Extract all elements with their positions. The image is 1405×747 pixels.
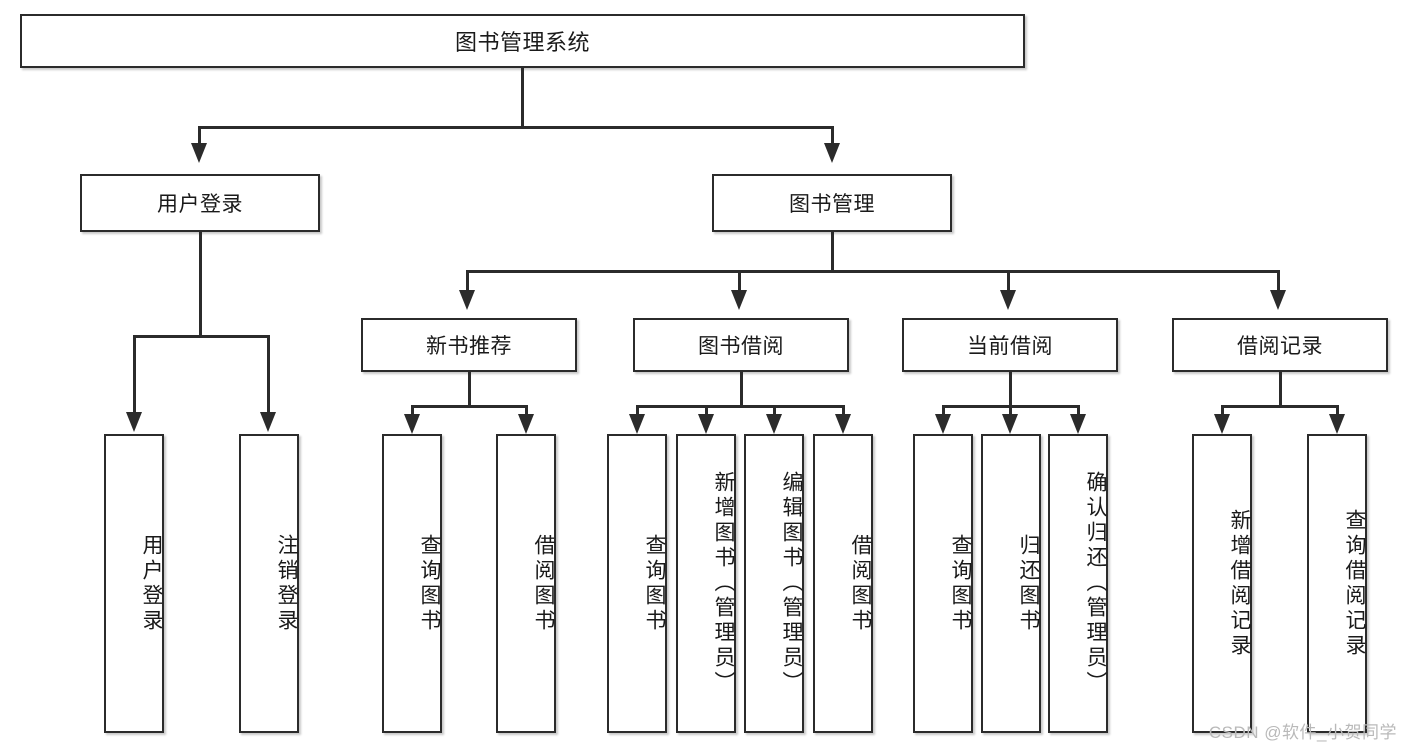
connector-root-bus xyxy=(198,126,834,129)
node-label: 查询图书 xyxy=(418,533,441,634)
node-book-management[interactable]: 图书管理 xyxy=(712,174,952,232)
arrowhead-bb-leaf-1 xyxy=(629,414,645,434)
node-label: 图书管理 xyxy=(789,193,875,216)
leaf-logout[interactable]: 注销登录 xyxy=(239,434,299,733)
connector-bb-stem xyxy=(740,372,743,408)
node-label: 新书推荐 xyxy=(426,335,512,358)
connector-root-drop-right xyxy=(831,126,834,146)
node-label: 新增借阅记录 xyxy=(1228,508,1251,659)
arrowhead-to-logout-leaf xyxy=(260,412,276,432)
leaf-confirm-return-admin[interactable]: 确认归还（管理员） xyxy=(1048,434,1108,733)
connector-bb-drop-4 xyxy=(842,405,845,417)
connector-nbr-drop-2 xyxy=(525,405,528,417)
connector-nbr-bus xyxy=(411,405,528,408)
arrowhead-cb-leaf-1 xyxy=(935,414,951,434)
connector-br-drop-2 xyxy=(1336,405,1339,417)
arrowhead-to-user-login xyxy=(191,143,207,163)
arrowhead-nbr-leaf-2 xyxy=(518,414,534,434)
arrowhead-br-leaf-1 xyxy=(1214,414,1230,434)
arrowhead-cb-leaf-2 xyxy=(1002,414,1018,434)
leaf-query-borrow-record[interactable]: 查询借阅记录 xyxy=(1307,434,1367,733)
node-label: 确认归还（管理员） xyxy=(1084,471,1107,696)
connector-root-stem xyxy=(521,68,524,128)
node-label: 编辑图书（管理员） xyxy=(780,471,803,696)
node-label: 查询图书 xyxy=(949,533,972,634)
node-label: 借阅记录 xyxy=(1237,335,1323,358)
connector-user-login-bus xyxy=(133,335,270,338)
leaf-add-borrow-record[interactable]: 新增借阅记录 xyxy=(1192,434,1252,733)
connector-bb-bus xyxy=(636,405,845,408)
node-label: 注销登录 xyxy=(275,533,298,634)
arrowhead-to-book-management xyxy=(824,143,840,163)
leaf-add-book-admin[interactable]: 新增图书（管理员） xyxy=(676,434,736,733)
node-label: 归还图书 xyxy=(1017,533,1040,634)
connector-bm-drop-4 xyxy=(1277,270,1280,292)
connector-cb-stem xyxy=(1009,372,1012,408)
arrowhead-to-new-book-recommend xyxy=(459,290,475,310)
connector-cb-drop-2 xyxy=(1009,405,1012,417)
connector-bb-drop-2 xyxy=(705,405,708,417)
leaf-query-book-cb[interactable]: 查询图书 xyxy=(913,434,973,733)
node-book-borrow[interactable]: 图书借阅 xyxy=(633,318,849,372)
arrowhead-to-book-borrow xyxy=(731,290,747,310)
connector-bb-drop-1 xyxy=(636,405,639,417)
arrowhead-to-current-borrow xyxy=(1000,290,1016,310)
node-label: 查询图书 xyxy=(643,533,666,634)
node-label: 用户登录 xyxy=(157,193,243,216)
watermark-text: CSDN @软件_小贺同学 xyxy=(1208,723,1397,742)
connector-cb-drop-3 xyxy=(1077,405,1080,417)
arrowhead-cb-leaf-3 xyxy=(1070,414,1086,434)
node-user-login[interactable]: 用户登录 xyxy=(80,174,320,232)
node-label: 图书管理系统 xyxy=(454,30,590,55)
node-label: 用户登录 xyxy=(140,533,163,634)
connector-book-management-bus xyxy=(466,270,1280,273)
arrowhead-bb-leaf-3 xyxy=(766,414,782,434)
connector-book-management-stem xyxy=(831,232,834,272)
node-label: 当前借阅 xyxy=(967,335,1053,358)
node-root-book-management-system[interactable]: 图书管理系统 xyxy=(20,14,1025,68)
arrowhead-to-user-login-leaf xyxy=(126,412,142,432)
node-current-borrow[interactable]: 当前借阅 xyxy=(902,318,1118,372)
arrowhead-to-borrow-record xyxy=(1270,290,1286,310)
node-label: 新增图书（管理员） xyxy=(712,471,735,696)
connector-bm-drop-2 xyxy=(738,270,741,292)
node-label: 图书借阅 xyxy=(698,335,784,358)
connector-br-drop-1 xyxy=(1221,405,1224,417)
leaf-borrow-book-bb[interactable]: 借阅图书 xyxy=(813,434,873,733)
leaf-edit-book-admin[interactable]: 编辑图书（管理员） xyxy=(744,434,804,733)
connector-nbr-stem xyxy=(468,372,471,408)
connector-bm-drop-3 xyxy=(1007,270,1010,292)
node-label: 借阅图书 xyxy=(532,533,555,634)
connector-cb-drop-1 xyxy=(942,405,945,417)
arrowhead-bb-leaf-2 xyxy=(698,414,714,434)
leaf-borrow-book-nbr[interactable]: 借阅图书 xyxy=(496,434,556,733)
connector-br-stem xyxy=(1279,372,1282,408)
leaf-query-book-nbr[interactable]: 查询图书 xyxy=(382,434,442,733)
leaf-user-login[interactable]: 用户登录 xyxy=(104,434,164,733)
connector-br-bus xyxy=(1221,405,1339,408)
connector-bb-drop-3 xyxy=(773,405,776,417)
arrowhead-bb-leaf-4 xyxy=(835,414,851,434)
connector-root-drop-left xyxy=(198,126,201,146)
node-label: 借阅图书 xyxy=(849,533,872,634)
leaf-query-book-bb[interactable]: 查询图书 xyxy=(607,434,667,733)
node-new-book-recommend[interactable]: 新书推荐 xyxy=(361,318,577,372)
connector-user-login-stem xyxy=(199,232,202,337)
node-borrow-record[interactable]: 借阅记录 xyxy=(1172,318,1388,372)
leaf-return-book[interactable]: 归还图书 xyxy=(981,434,1041,733)
connector-nbr-drop-1 xyxy=(411,405,414,417)
connector-bm-drop-1 xyxy=(466,270,469,292)
arrowhead-br-leaf-2 xyxy=(1329,414,1345,434)
connector-user-login-drop-2 xyxy=(267,335,270,415)
node-label: 查询借阅记录 xyxy=(1343,508,1366,659)
arrowhead-nbr-leaf-1 xyxy=(404,414,420,434)
connector-user-login-drop-1 xyxy=(133,335,136,415)
